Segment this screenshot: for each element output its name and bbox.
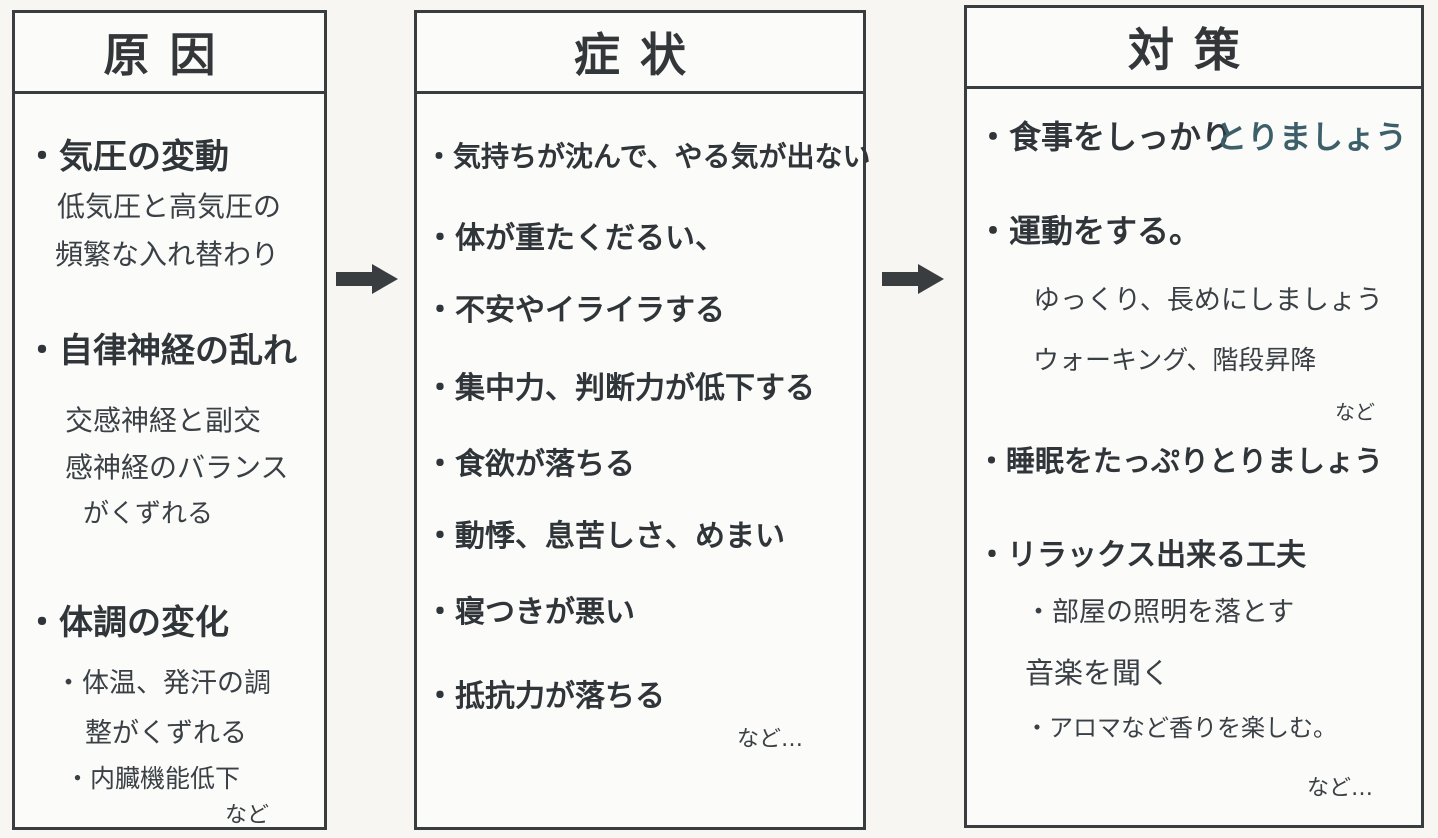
measure-item-relax: ・リラックス出来る工夫 bbox=[977, 538, 1307, 573]
symptom-etc: など… bbox=[737, 727, 804, 752]
symptom-item-fatigue: ・体が重たくだるい、 bbox=[425, 221, 725, 256]
symptom-title: 症状 bbox=[417, 13, 863, 94]
symptom-item-palpitation: ・動悸、息苦しさ、めまい bbox=[425, 519, 785, 554]
measure-etc: など… bbox=[1307, 776, 1374, 801]
cause-item-pressure-detail-1: 低気圧と高気圧の bbox=[57, 190, 282, 223]
measure-item-relax-aroma: ・アロマなど香りを楽しむ。 bbox=[1025, 714, 1337, 742]
cause-item-nervous: ・自律神経の乱れ bbox=[25, 331, 297, 371]
measure-title: 対策 bbox=[967, 8, 1421, 89]
cause-item-nervous-detail-2: 感神経のバランス bbox=[65, 451, 289, 484]
measure-panel: 対策 ・食事をしっかり とりましょう ・運動をする。 ゆっくり、長めにしましょう… bbox=[964, 5, 1424, 828]
symptom-panel: 症状 ・気持ちが沈んで、やる気が出ない ・体が重たくだるい、 ・不安やイライラす… bbox=[414, 10, 870, 830]
measure-item-meal-emphasis: とりましょう bbox=[1215, 118, 1408, 156]
cause-title: 原因 bbox=[15, 13, 324, 94]
measure-item-exercise: ・運動をする。 bbox=[977, 212, 1202, 250]
cause-item-condition: ・体調の変化 bbox=[25, 603, 229, 643]
symptom-item-anxiety: ・不安やイライラする bbox=[425, 293, 725, 328]
arrow-right-icon bbox=[882, 264, 944, 294]
symptom-item-resistance: ・抵抗力が落ちる bbox=[425, 679, 665, 714]
measure-item-meal: ・食事をしっかり bbox=[977, 118, 1234, 156]
measure-item-exercise-detail-2: ウォーキング、階段昇降 bbox=[1033, 346, 1317, 376]
cause-item-condition-detail-1: ・体温、発汗の調 bbox=[55, 668, 271, 699]
symptom-item-mood: ・気持ちが沈んで、やる気が出ない bbox=[425, 140, 871, 173]
measure-item-exercise-detail-1: ゆっくり、長めにしましょう bbox=[1033, 285, 1383, 316]
cause-item-pressure: ・気圧の変動 bbox=[25, 137, 229, 177]
measure-item-sleep: ・睡眠をたっぷりとりましょう bbox=[977, 444, 1384, 478]
measure-exercise-etc: など bbox=[1335, 400, 1375, 424]
arrow-right-icon bbox=[336, 264, 398, 294]
cause-item-pressure-detail-2: 頻繁な入れ替わり bbox=[55, 238, 280, 271]
symptom-item-sleep: ・寝つきが悪い bbox=[425, 595, 635, 630]
cause-etc: など bbox=[225, 803, 270, 828]
cause-item-condition-detail-3: ・内臓機能低下 bbox=[65, 764, 241, 793]
cause-item-condition-detail-2: 整がくずれる bbox=[85, 718, 247, 749]
cause-item-nervous-detail-1: 交感神経と副交 bbox=[65, 404, 262, 437]
cause-item-nervous-detail-3: がくずれる bbox=[83, 499, 214, 529]
symptom-item-concentration: ・集中力、判断力が低下する bbox=[425, 371, 815, 406]
symptom-item-appetite: ・食欲が落ちる bbox=[425, 447, 635, 482]
cause-panel: 原因 ・気圧の変動 低気圧と高気圧の 頻繁な入れ替わり ・自律神経の乱れ 交感神… bbox=[12, 10, 327, 830]
measure-item-relax-light: ・部屋の照明を落とす bbox=[1025, 597, 1295, 628]
measure-item-relax-music: 音楽を聞く bbox=[1025, 656, 1171, 690]
